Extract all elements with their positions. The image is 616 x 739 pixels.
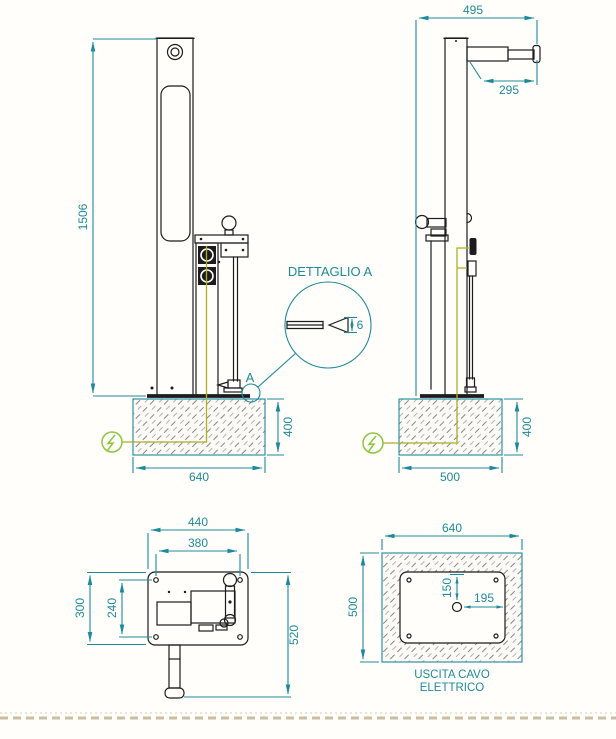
dim-side-base-depth: 400 [504, 398, 534, 456]
handle-side [414, 214, 449, 390]
knob-ball-front [221, 215, 237, 231]
front-height-label: 1506 [76, 203, 90, 230]
side-base-width-label: 500 [440, 470, 460, 484]
dim-cable-offset-h: 195 [463, 591, 504, 609]
foundation-width-label: 640 [442, 521, 462, 535]
front-view: 1506 640 400 A [76, 37, 297, 484]
side-base-depth-label: 400 [520, 417, 534, 437]
plan-bolt-spacing-d-label: 240 [105, 598, 119, 618]
lightning-icon [362, 432, 384, 454]
cable-exit-hole [451, 601, 463, 613]
side-arm-length-label: 295 [499, 83, 519, 97]
footwash-unit-side [464, 212, 477, 393]
electric-symbol-side [362, 247, 470, 454]
foundation-plan: 640 500 150 195 USCITA CAVO ELETTRICO [346, 521, 523, 694]
side-view: 495 295 500 400 [362, 3, 541, 484]
cable-exit-note-line1: USCITA CAVO [414, 669, 490, 681]
detail-plate-section [327, 316, 349, 334]
cable-offset-v-label: 150 [440, 578, 454, 598]
dim-front-height: 1506 [76, 38, 157, 397]
footer-border [0, 712, 616, 720]
dim-front-base-width: 640 [132, 457, 266, 484]
detail-marker-a: A [241, 352, 297, 403]
plan-view: 440 380 300 240 520 [73, 515, 301, 699]
detail-callout: DETTAGLIO A 6 [284, 264, 373, 369]
detail-title: DETTAGLIO A [288, 264, 373, 279]
dim-foundation-width: 640 [381, 521, 523, 550]
plan-total-depth-label: 520 [287, 625, 301, 645]
shower-head-front [166, 43, 184, 61]
detail-thickness-label: 6 [357, 318, 364, 332]
dim-cable-offset-v: 150 [440, 573, 464, 601]
dim-plan-bolt-spacing-d: 240 [105, 579, 152, 638]
foundation-depth-label: 500 [346, 597, 360, 617]
dim-foundation-depth: 500 [346, 552, 379, 663]
dim-side-base-width: 500 [398, 457, 503, 484]
lightning-icon [101, 431, 123, 453]
plan-overall-depth-label: 300 [73, 598, 87, 618]
side-foundation-block [398, 398, 503, 456]
front-foundation-block [132, 398, 266, 456]
plan-overall-width-label: 440 [188, 515, 208, 529]
footwash-unit-front [194, 215, 249, 397]
dim-plan-overall-width: 440 [147, 515, 249, 569]
dim-plan-total-depth: 520 [184, 571, 301, 698]
plan-bolt-spacing-w-label: 380 [188, 536, 208, 550]
cable-exit-note-line2: ELETTRICO [420, 682, 485, 694]
dim-front-base-depth: 400 [267, 398, 295, 456]
shower-arm-side [466, 44, 541, 64]
shower-arm-plan [164, 644, 185, 699]
cable-offset-h-label: 195 [474, 591, 494, 605]
dim-side-overall-width: 495 [415, 3, 538, 396]
front-base-width-label: 640 [189, 470, 209, 484]
side-overall-width-label: 495 [463, 3, 483, 17]
front-base-depth-label: 400 [281, 417, 295, 437]
dim-plan-overall-depth: 300 [73, 571, 146, 646]
mounting-plate-plan [147, 571, 249, 646]
column-panel [160, 85, 191, 242]
footwash-unit-plan [219, 572, 238, 628]
detail-marker-label: A [246, 370, 255, 385]
dim-detail-thickness: 6 [344, 316, 364, 334]
dim-plan-bolt-spacing-w: 380 [155, 536, 241, 576]
electric-symbol-front [101, 246, 208, 453]
dim-side-arm-length: 295 [469, 60, 538, 97]
